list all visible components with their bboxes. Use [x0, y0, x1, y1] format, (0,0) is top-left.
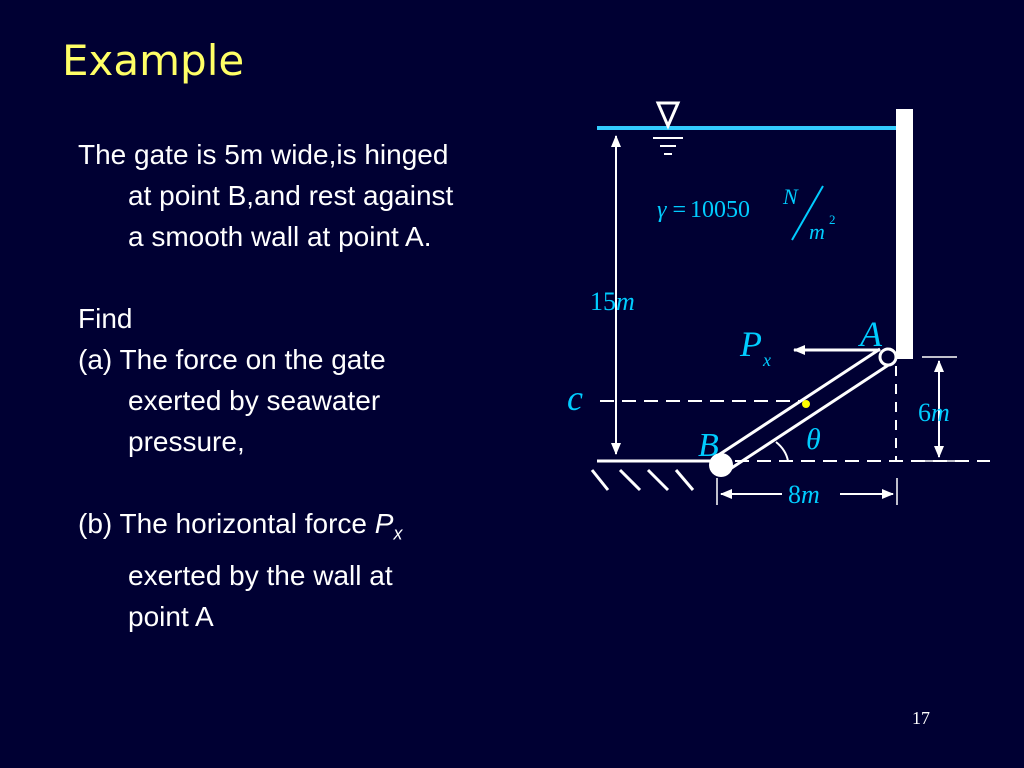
point-b-label: B [698, 427, 719, 464]
part-b-line-1: (b) The horizontal force Px [78, 503, 548, 555]
unit-exponent: 2 [829, 212, 836, 227]
gate-edge-upper [716, 347, 881, 458]
page-number: 17 [912, 708, 930, 728]
part-a-line-1: (a) The force on the gate [78, 339, 548, 380]
part-a-label: (a) [78, 344, 113, 375]
gate-edge-lower [726, 362, 891, 473]
problem-line-2: at point B,and rest against [128, 180, 454, 211]
part-b-line-3: point A [128, 600, 214, 632]
ground-hatch-2 [618, 468, 642, 492]
ground-hatch-1 [590, 469, 610, 491]
specific-weight-label: γ=10050 [657, 197, 750, 223]
problem-statement: The gate is 5m wide,is hinged at point B… [78, 134, 548, 257]
force-px-subscript: x [762, 350, 771, 370]
ground-hatch-4 [674, 469, 695, 491]
angle-arc [775, 441, 789, 462]
theta-label: θ [806, 423, 821, 456]
depth-label: 15m [590, 287, 635, 316]
unit-fraction-slash [791, 185, 824, 241]
wall [896, 109, 913, 359]
part-b-line-2: exerted by the wall at [128, 559, 393, 591]
part-b-section: (b) The horizontal force Px exerted by t… [78, 503, 548, 637]
slide-title: Example [62, 36, 245, 85]
centroid-dot [802, 400, 810, 408]
unit-numerator: N [782, 184, 799, 209]
find-label: Find [78, 303, 133, 334]
find-section: Find (a) The force on the gate exerted b… [78, 298, 548, 462]
problem-line-3: a smooth wall at point A. [128, 221, 432, 252]
part-a-line-2: exerted by seawater [128, 385, 381, 416]
point-a-label: A [858, 314, 883, 354]
centroid-c-label: c [567, 378, 583, 418]
problem-line-1: The gate is 5m wide,is hinged [78, 139, 449, 170]
height-label: 6m [918, 398, 950, 427]
part-b-force-var: P [374, 508, 394, 539]
part-b-label: (b) [78, 508, 113, 539]
part-b-text-1: The horizontal force [119, 508, 375, 539]
free-surface-triangle-icon [655, 101, 681, 130]
contact-point-a [878, 347, 898, 367]
width-label: 8m [788, 480, 820, 509]
hinge-b [709, 453, 733, 477]
part-b-force-sub: x [393, 523, 403, 544]
part-a-line-3: pressure, [128, 426, 245, 457]
unit-denominator: m [809, 219, 825, 244]
part-a-text-1: The force on the gate [119, 344, 386, 375]
ground-hatch-3 [646, 468, 670, 492]
force-px-label: P [739, 324, 762, 364]
